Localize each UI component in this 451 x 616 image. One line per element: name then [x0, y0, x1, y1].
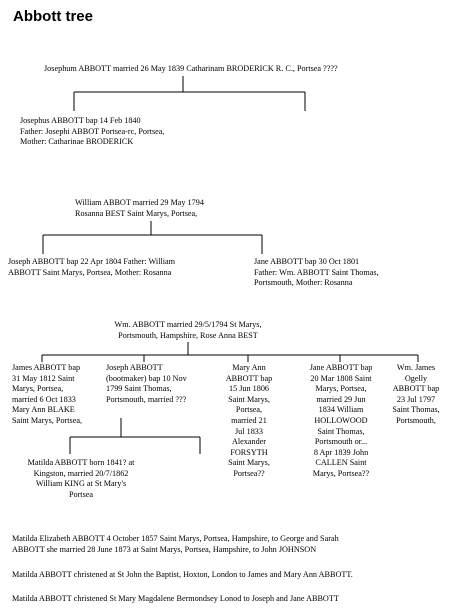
tree1-marriage: Josephum ABBOTT married 26 May 1839 Cath…: [44, 64, 338, 73]
note-1: Matilda Elizabeth ABBOTT 4 October 1857 …: [12, 534, 339, 554]
page-title: Abbott tree: [13, 8, 93, 25]
note-2: Matilda ABBOTT christened at St John the…: [12, 570, 353, 579]
note-3: Matilda ABBOTT christened St Mary Magdal…: [12, 594, 339, 603]
tree3-marriage: Wm. ABBOTT married 29/5/1794 St Marys,Po…: [114, 320, 262, 340]
tree2-child1: Joseph ABBOTT bap 22 Apr 1804 Father: Wi…: [8, 257, 175, 277]
